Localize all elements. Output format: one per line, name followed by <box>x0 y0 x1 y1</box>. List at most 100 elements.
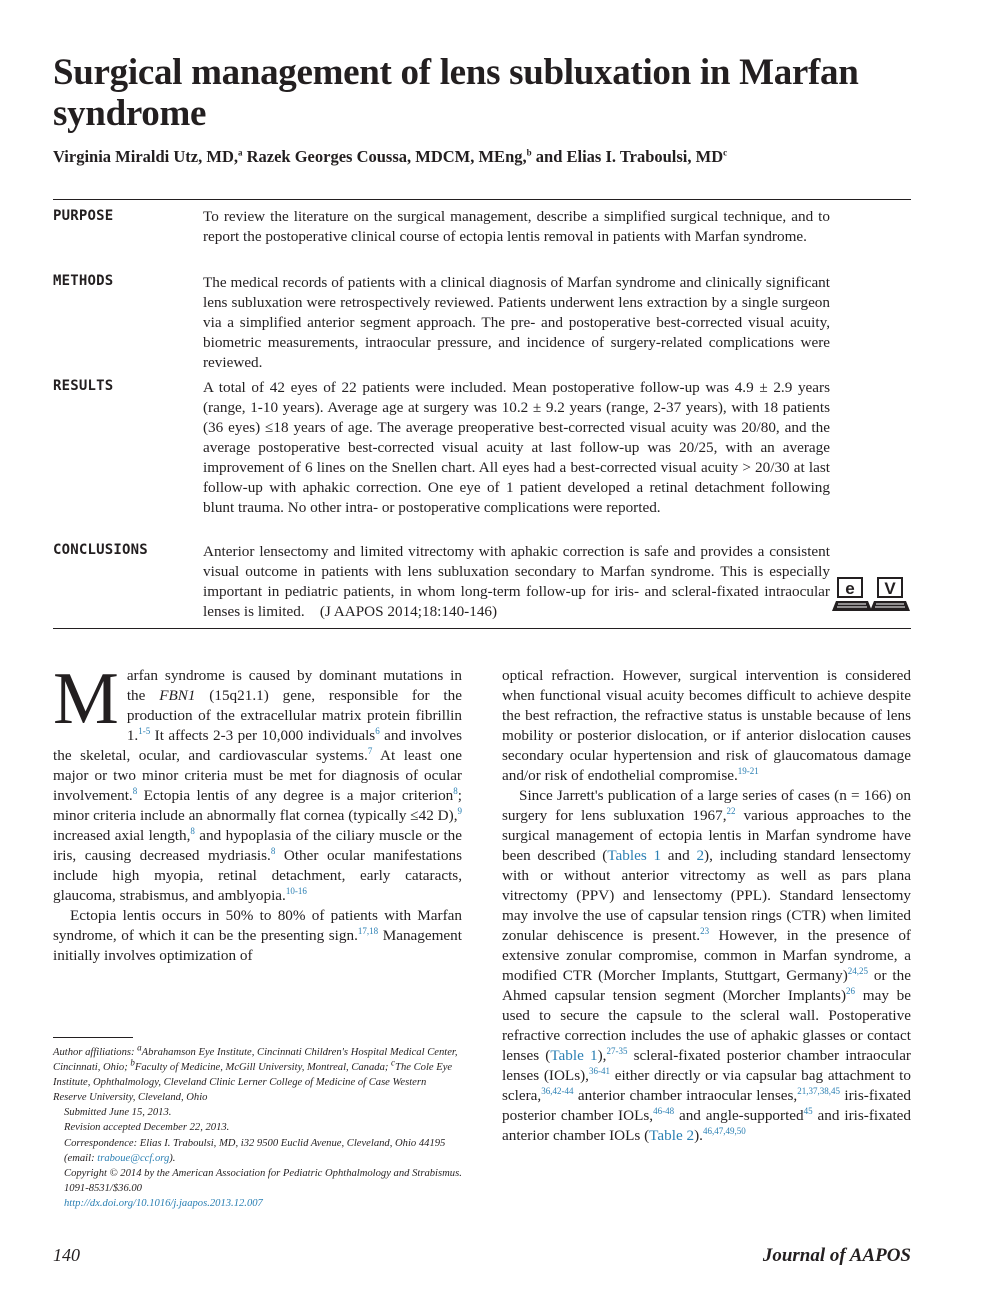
abstract-top-rule <box>53 199 911 200</box>
abstract-results-text: A total of 42 eyes of 22 patients were i… <box>203 379 830 516</box>
abstract-purpose-text: To review the literature on the surgical… <box>203 208 830 245</box>
drop-cap: M <box>53 658 119 740</box>
revision-date: Revision accepted December 22, 2013. <box>64 1122 230 1134</box>
video-supplement-icon[interactable]: V <box>870 577 910 611</box>
reference-link[interactable]: 27-35 <box>606 1045 628 1056</box>
author-affiliations: Author affiliations: aAbrahamson Eye Ins… <box>53 1042 462 1105</box>
issn: 1091-8531/$36.00 <box>64 1182 142 1194</box>
table-link[interactable]: Tables 1 <box>607 847 662 864</box>
v-icon-letter: V <box>884 579 896 598</box>
table-link[interactable]: 2 <box>696 847 705 864</box>
author-name: Razek Georges Coussa, MDCM, MEng, <box>242 147 527 166</box>
reference-link[interactable]: 7 <box>367 745 373 756</box>
body-text: Ectopia lentis of any degree is a major … <box>137 787 454 804</box>
journal-name: Journal of AAPOS <box>762 1245 911 1266</box>
affiliation-text: The Cole Eye Institute, Ophthalmology, C… <box>53 1062 453 1104</box>
reference-link[interactable]: 36,42-44 <box>541 1085 574 1096</box>
affiliation-marker: a <box>137 1042 142 1053</box>
reference-link[interactable]: 23 <box>700 925 710 936</box>
reference-link[interactable]: 17,18 <box>357 925 379 936</box>
body-text: (15q21.1) gene, responsible for the prod… <box>126 687 462 744</box>
affiliation-marker: b <box>526 147 532 158</box>
body-text: various approaches to the surgical manag… <box>502 807 911 864</box>
e-icon-letter: e <box>845 579 854 598</box>
body-text: optical refraction. However, surgical in… <box>502 667 911 784</box>
submitted-date: Submitted June 15, 2013. <box>64 1107 172 1119</box>
author-list: Virginia Miraldi Utz, MD,a Razek Georges… <box>53 147 933 167</box>
table-link[interactable]: Table 2 <box>649 1127 695 1144</box>
e-supplement-icon[interactable]: e <box>832 577 872 611</box>
reference-link[interactable]: 36-41 <box>588 1065 610 1076</box>
body-text: ), including standard lensectomy with or… <box>502 847 912 944</box>
reference-link[interactable]: 46,47,49,50 <box>702 1125 746 1136</box>
article-title: Surgical management of lens subluxation … <box>53 52 859 134</box>
page-number: 140 <box>53 1245 80 1265</box>
affiliation-marker: c <box>391 1057 396 1068</box>
body-text: or the Ahmed capsular tension segment (M… <box>502 967 911 1004</box>
body-text: Other ocular manifestations include high… <box>53 847 462 904</box>
body-text: anterior chamber intraocular lenses, <box>573 1087 798 1104</box>
affiliation-text: Abrahamson Eye Institute, Cincinnati Chi… <box>53 1047 458 1074</box>
body-text: ; minor criteria include an abnormally f… <box>53 787 462 824</box>
reference-link[interactable]: 8 <box>132 785 138 796</box>
abstract-purpose-label: PURPOSE <box>53 208 114 224</box>
abstract-bottom-rule <box>53 628 911 629</box>
affiliation-text: Faculty of Medicine, McGill University, … <box>134 1062 392 1074</box>
reference-link[interactable]: 9 <box>457 805 463 816</box>
body-text: and angle-supported <box>674 1107 804 1124</box>
supplemental-content-icons: e V <box>832 577 910 611</box>
body-text: may be used to secure the capsule to the… <box>502 987 911 1064</box>
footnote-rule <box>53 1037 133 1038</box>
reference-link[interactable]: 19-21 <box>737 765 759 776</box>
body-text: scleral-fixated posterior chamber intrao… <box>502 1047 911 1084</box>
body-paragraph-continued: optical refraction. However, surgical in… <box>502 666 911 786</box>
reference-link[interactable]: 46-48 <box>653 1105 675 1116</box>
affiliation-marker: a <box>237 147 243 158</box>
doi-link[interactable]: http://dx.doi.org/10.1016/j.jaapos.2013.… <box>64 1197 263 1209</box>
author-name: Virginia Miraldi Utz, MD, <box>53 147 238 166</box>
affiliations-label: Author affiliations: <box>53 1047 138 1058</box>
body-text: iris-fixated posterior chamber IOLs, <box>502 1087 911 1124</box>
reference-link[interactable]: 1-5 <box>138 725 151 736</box>
reference-link[interactable]: 45 <box>803 1105 813 1116</box>
correspondence-text: ). <box>169 1152 176 1164</box>
reference-link[interactable]: 22 <box>726 805 736 816</box>
body-paragraph: Ectopia lentis occurs in 50% to 80% of p… <box>53 906 462 966</box>
body-text: At least one major or two minor criteria… <box>53 747 462 804</box>
reference-link[interactable]: 21,37,38,45 <box>797 1085 840 1096</box>
body-paragraph: Since Jarrett's publication of a large s… <box>502 786 911 1146</box>
conclusions-body: Anterior lensectomy and limited vitrecto… <box>203 543 830 620</box>
email-link[interactable]: traboue@ccf.org <box>97 1152 170 1164</box>
body-text: Management initially involves optimizati… <box>53 927 462 964</box>
reference-link[interactable]: 8 <box>270 845 276 856</box>
abstract-methods-label: METHODS <box>53 273 114 289</box>
correspondence-text: Correspondence: Elias I. Traboulsi, MD, … <box>64 1137 446 1164</box>
journal-citation: (J AAPOS 2014;18:140-146) <box>319 603 498 620</box>
body-text: ). <box>694 1127 703 1144</box>
table-link[interactable]: Table 1 <box>550 1047 598 1064</box>
body-text: either directly or via capsular bag atta… <box>502 1067 911 1104</box>
body-text: and involves the skeletal, ocular, and c… <box>53 727 462 764</box>
body-column-right: optical refraction. However, surgical in… <box>502 666 911 1146</box>
body-text: and <box>661 847 697 864</box>
reference-link[interactable]: 6 <box>375 725 380 736</box>
reference-link[interactable]: 10-16 <box>285 885 307 896</box>
footnotes: Author affiliations: aAbrahamson Eye Ins… <box>53 1042 462 1211</box>
body-text: Ectopia lentis occurs in 50% to 80% of p… <box>53 907 462 944</box>
reference-link[interactable]: 8 <box>190 825 195 836</box>
body-text: and hypoplasia of the ciliary muscle or … <box>53 827 462 864</box>
body-text: ), <box>597 1047 607 1064</box>
reference-link[interactable]: 26 <box>846 985 856 996</box>
body-text: arfan syndrome is caused by dominant mut… <box>126 667 462 704</box>
affiliation-marker: b <box>130 1057 135 1068</box>
abstract-conclusions-label: CONCLUSIONS <box>53 542 148 558</box>
reference-link[interactable]: 8 <box>453 785 458 796</box>
gene-name: FBN1 <box>159 687 196 704</box>
body-text: It affects 2-3 per 10,000 individuals <box>150 727 376 744</box>
author-name: and Elias I. Traboulsi, MD <box>531 147 724 166</box>
correspondence: Correspondence: Elias I. Traboulsi, MD, … <box>53 1136 462 1166</box>
reference-link[interactable]: 24,25 <box>847 965 869 976</box>
affiliation-marker: c <box>723 147 728 158</box>
